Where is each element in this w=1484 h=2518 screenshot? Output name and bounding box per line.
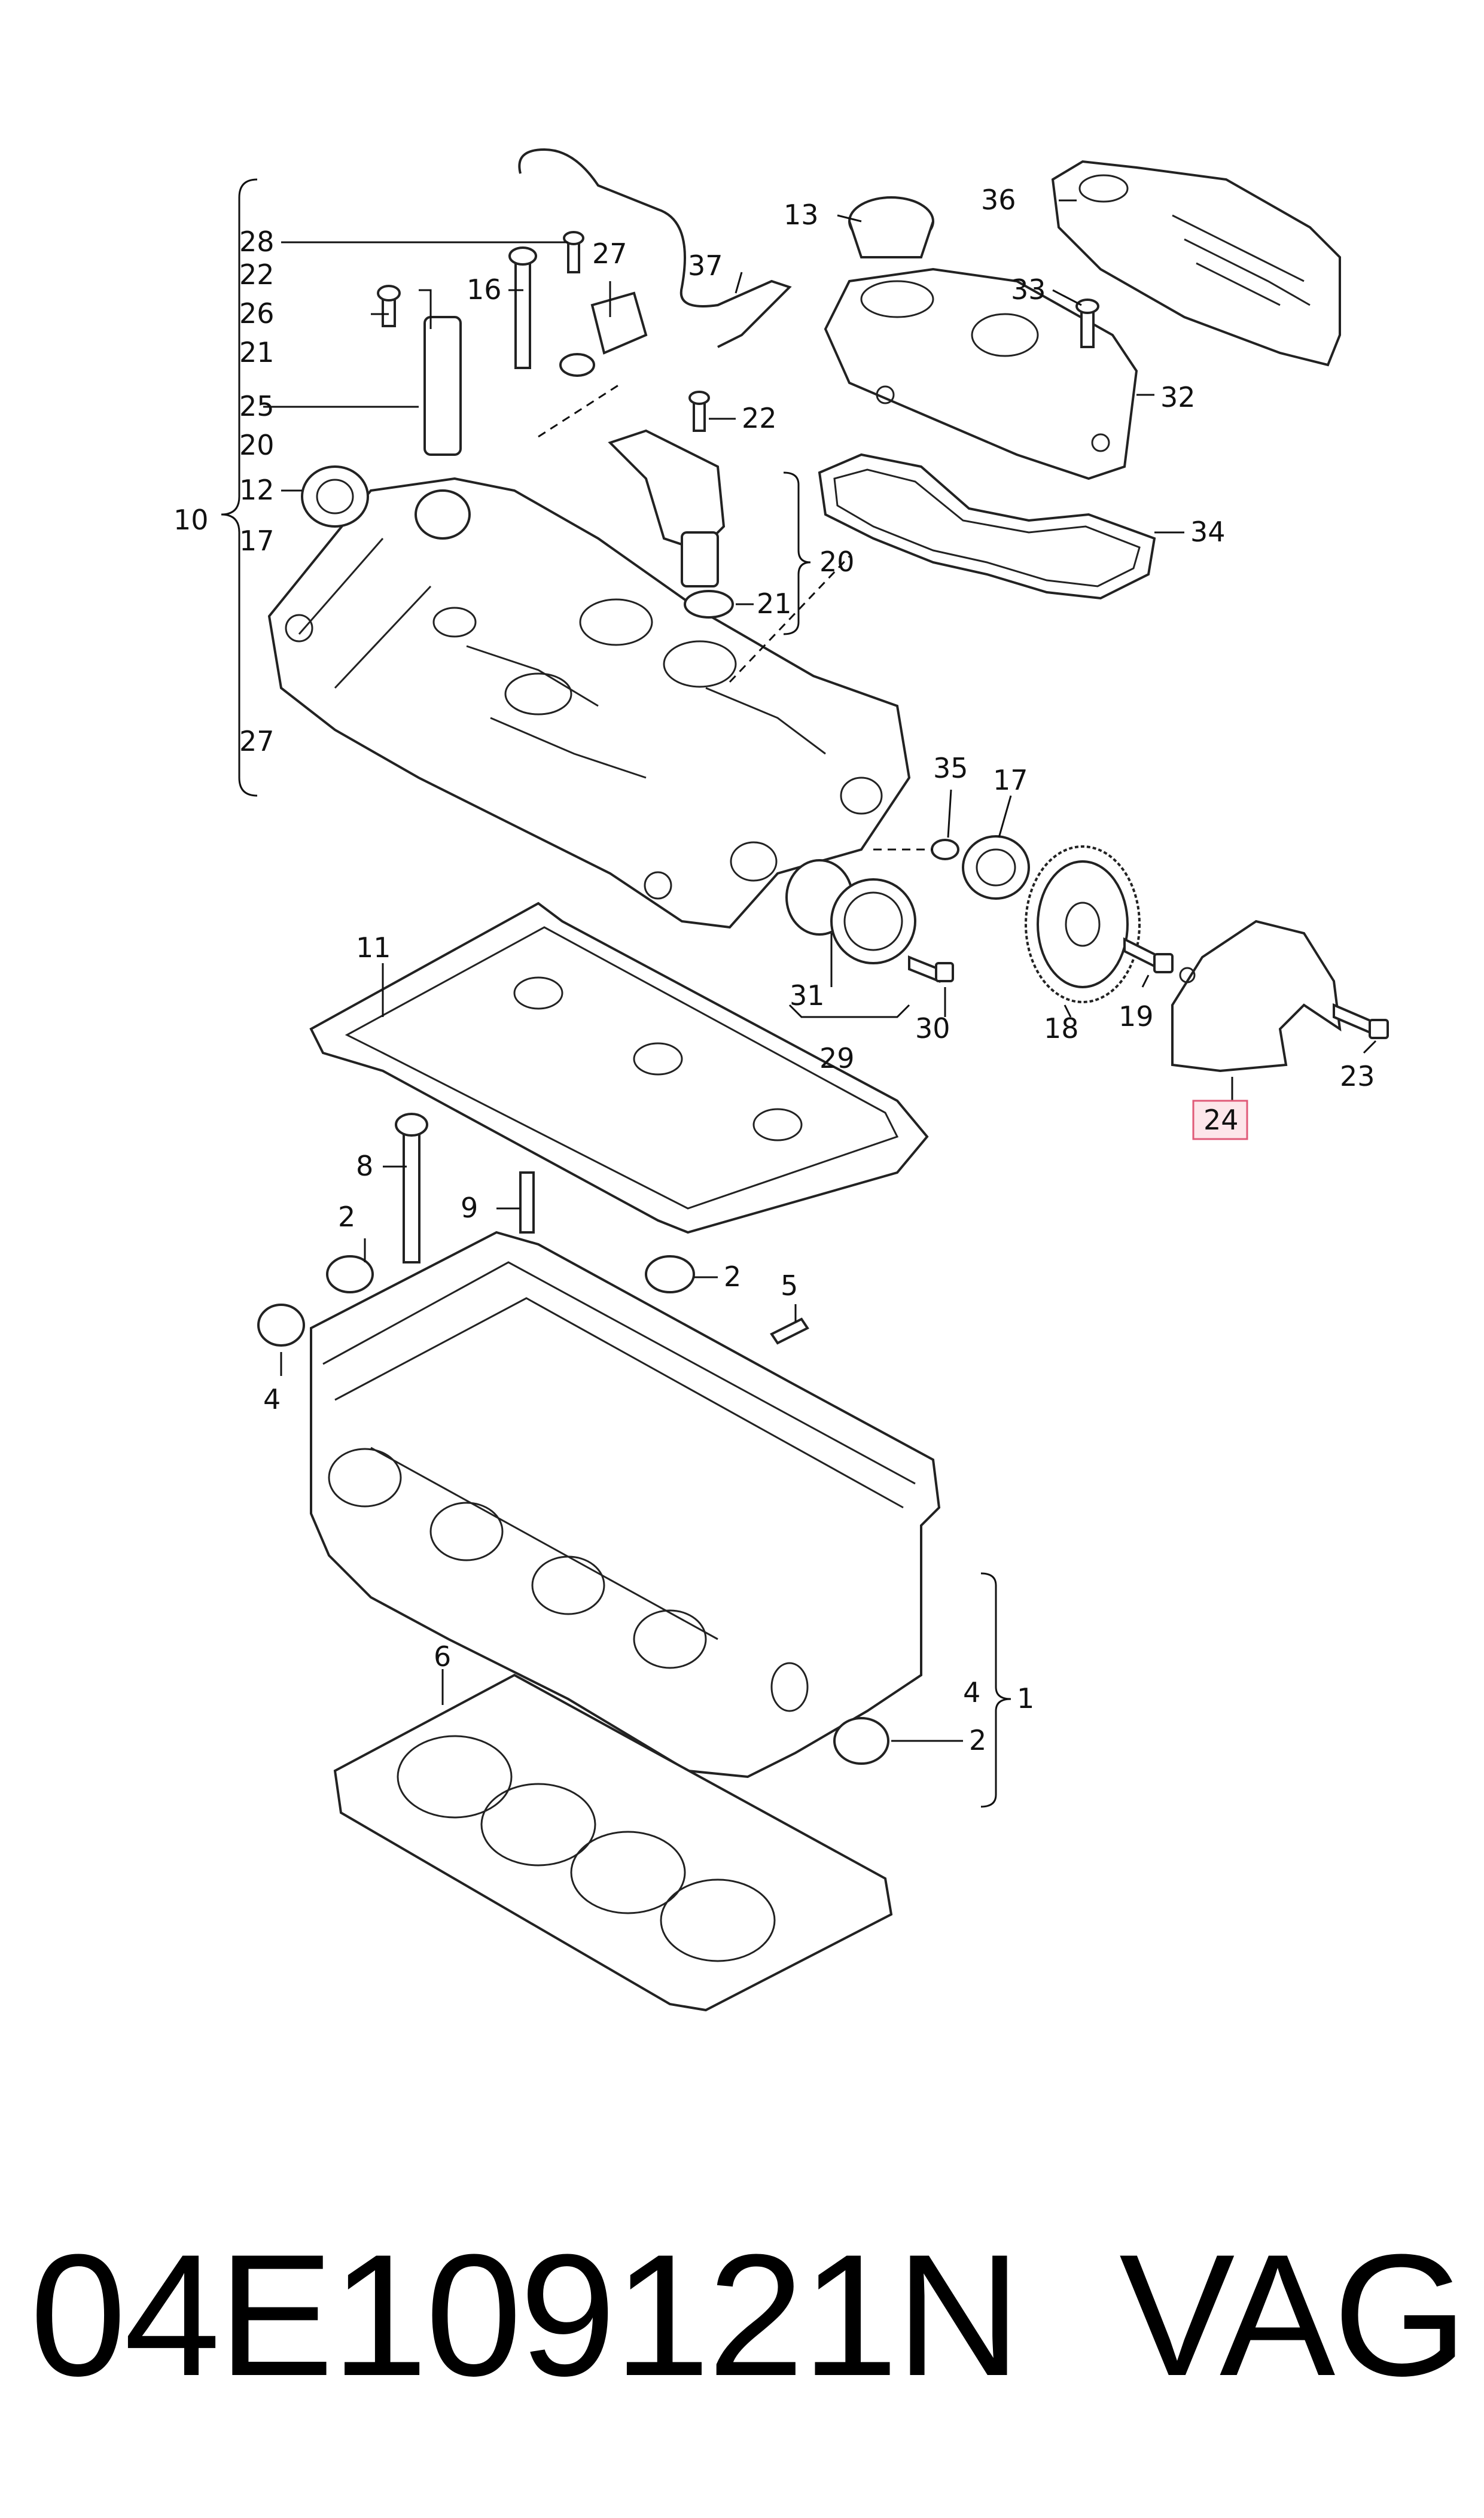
callout-21: 21 [239, 336, 275, 369]
camshaft-gear-18 [1025, 845, 1141, 1003]
dashed-lines [538, 382, 933, 851]
callout-12: 12 [239, 474, 275, 506]
callout-2-left: 2 [338, 1201, 355, 1233]
seal-21 [684, 590, 734, 619]
callout-33: 33 [1011, 273, 1046, 306]
seal-17 [962, 835, 1030, 900]
bolt-28 [563, 231, 584, 273]
stud-9 [519, 1171, 535, 1234]
camshaft-control-valve [415, 316, 471, 540]
callout-25: 25 [239, 390, 275, 422]
callout-35: 35 [933, 752, 968, 784]
callout-20-right: 20 [819, 546, 855, 578]
plug-4-left [257, 1304, 305, 1347]
bolt-33 [1075, 299, 1099, 348]
timing-cover-24 [1171, 919, 1342, 1073]
bracket-group-10 [221, 178, 258, 797]
callout-22-mid: 22 [742, 402, 777, 434]
callout-24-highlight [1192, 1100, 1248, 1140]
callout-13: 13 [784, 199, 819, 231]
bolt-23 [1333, 1003, 1389, 1039]
callout-17-right: 17 [993, 764, 1028, 796]
callout-21-right: 21 [757, 587, 792, 620]
exploded-parts-diagram: 28 22 26 21 25 20 12 10 17 27 16 27 37 2… [173, 148, 1389, 2012]
plug-2-right [833, 1717, 889, 1765]
callout-29: 29 [819, 1042, 855, 1074]
callout-11: 11 [356, 931, 391, 964]
sensor-27 [559, 291, 648, 377]
callout-17: 17 [239, 525, 275, 557]
callout-19: 19 [1119, 1000, 1154, 1033]
callout-34: 34 [1190, 516, 1226, 548]
callout-18: 18 [1044, 1012, 1079, 1045]
callout-4-left: 4 [263, 1383, 281, 1415]
leader-lines [263, 199, 1377, 1742]
callout-26: 26 [239, 297, 275, 330]
callout-4-right: 4 [963, 1676, 980, 1709]
bolt-22 [688, 391, 710, 432]
callout-1: 1 [1017, 1682, 1034, 1715]
callout-31: 31 [790, 979, 825, 1012]
callout-22: 22 [239, 258, 275, 291]
gasket-11 [309, 902, 929, 1234]
plug-2-mid [645, 1255, 695, 1293]
callout-6: 6 [434, 1640, 451, 1673]
callout-23: 23 [1340, 1060, 1375, 1092]
oil-filler-cap-13 [848, 196, 934, 258]
bolt-19 [1123, 937, 1174, 973]
callout-5: 5 [781, 1269, 798, 1302]
bolt-8 [395, 1113, 428, 1263]
oil-separator-32 [824, 267, 1138, 480]
bracket-group-29 [788, 1004, 910, 1018]
brand-name: VAG [1119, 2218, 1468, 2412]
gasket-34 [818, 453, 1156, 600]
callout-2-right: 2 [969, 1724, 986, 1756]
callout-32: 32 [1160, 381, 1196, 413]
callout-24: 24 [1203, 1104, 1239, 1136]
pin-5 [770, 1317, 809, 1345]
callout-28: 28 [239, 226, 275, 258]
bracket-group-20 [783, 471, 811, 635]
bolt-16 [508, 246, 537, 369]
cylinder-head [310, 1231, 941, 1779]
callout-27-top: 27 [592, 238, 627, 270]
callout-27: 27 [239, 725, 275, 757]
callout-labels: 28 22 26 21 25 20 12 10 17 27 16 27 37 2… [173, 184, 1375, 1756]
cap-29 [830, 878, 916, 964]
callout-20: 20 [239, 429, 275, 461]
cover-36 [1051, 160, 1341, 367]
callout-8: 8 [356, 1150, 373, 1182]
cylinder-head-cover [267, 477, 911, 929]
callout-9: 9 [461, 1192, 478, 1224]
bracket-group-1 [980, 1572, 1011, 1808]
bolt-26 [377, 285, 401, 327]
part-number: 04E109121N [30, 2218, 1021, 2412]
ignition-coil-20 [608, 429, 726, 587]
seal-35 [931, 839, 959, 860]
breather-hose-37 [518, 148, 792, 348]
caption-bar: 04E109121N VAG [30, 2218, 1468, 2412]
head-gasket-6 [333, 1673, 893, 2012]
callout-2-mid: 2 [724, 1260, 741, 1293]
callout-16: 16 [467, 273, 502, 306]
callout-36: 36 [981, 184, 1016, 216]
callout-10: 10 [173, 504, 209, 536]
callout-30: 30 [915, 1012, 950, 1045]
callout-37: 37 [688, 249, 723, 282]
seal-ring-12 [301, 465, 369, 528]
plug-2-left [326, 1255, 374, 1293]
bolt-30 [908, 955, 954, 983]
